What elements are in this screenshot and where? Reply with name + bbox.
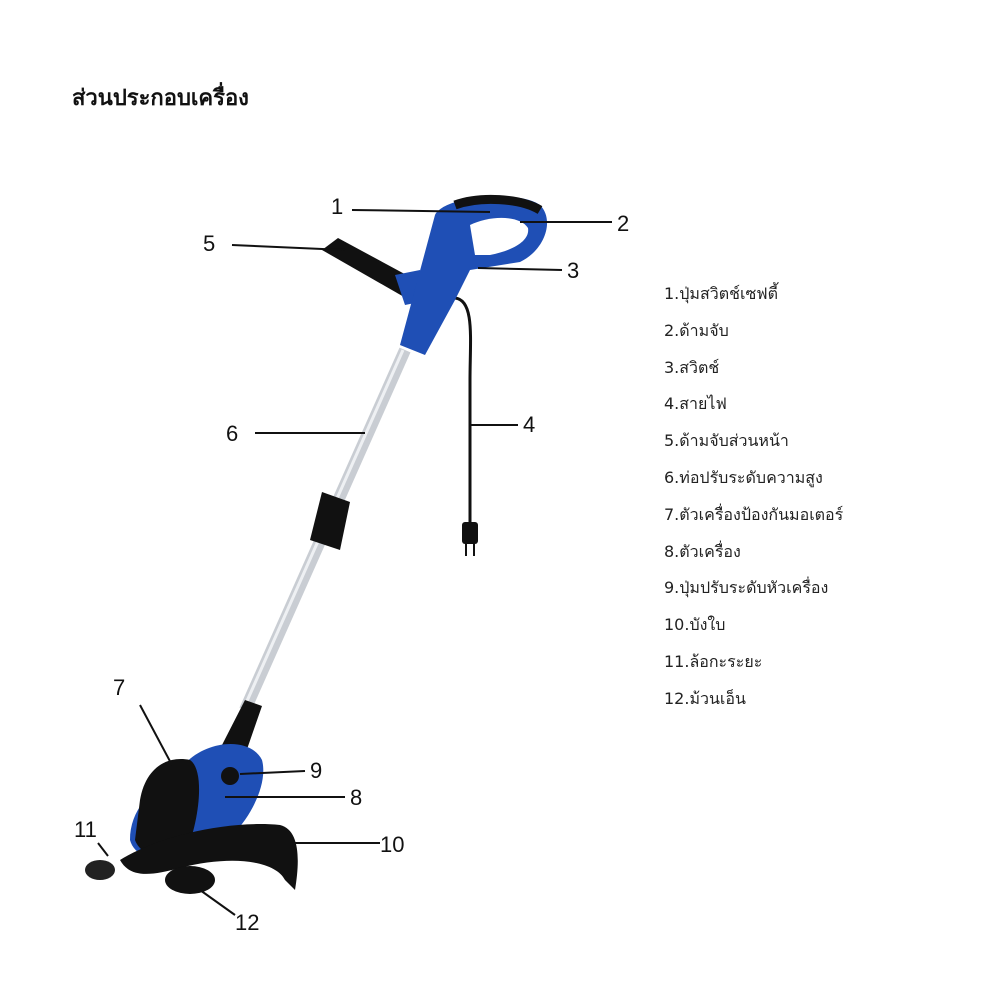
callout-8: 8 <box>350 785 363 810</box>
power-cord <box>454 296 473 525</box>
legend-item: 10.บังใบ <box>664 615 726 635</box>
legend-item: 5.ด้ามจับส่วนหน้า <box>664 431 789 451</box>
callout-3: 3 <box>567 258 580 283</box>
motor-cover <box>135 759 200 860</box>
callout-6: 6 <box>226 421 239 446</box>
legend-item: 1.ปุ่มสวิตช์เซฟตี้ <box>664 284 779 303</box>
legend-item: 7.ตัวเครื่องป้องกันมอเตอร์ <box>664 504 844 524</box>
callout-4: 4 <box>523 412 536 437</box>
callout-7: 7 <box>113 675 126 700</box>
callout-5: 5 <box>203 231 216 256</box>
parts-legend: 1.ปุ่มสวิตช์เซฟตี้ 2.ด้ามจับ 3.สวิตช์ 4.… <box>664 282 843 724</box>
callout-lines <box>97 209 612 916</box>
plug <box>462 522 478 544</box>
callout-11: 11 <box>74 817 97 842</box>
guide-wheel <box>85 860 115 880</box>
callout-2: 2 <box>617 211 630 236</box>
legend-item: 2.ด้ามจับ <box>664 320 729 340</box>
legend-item: 4.สายไฟ <box>664 394 727 414</box>
blade-guard <box>120 824 298 890</box>
callout-9: 9 <box>310 758 323 783</box>
main-handle <box>400 196 548 355</box>
legend-item: 6.ท่อปรับระดับความสูง <box>664 467 823 487</box>
spool <box>165 866 215 894</box>
legend-item: 11.ล้อกะระยะ <box>664 651 763 671</box>
front-handle <box>322 238 425 305</box>
page-title: ส่วนประกอบเครื่อง <box>72 86 249 111</box>
legend-item: 12.ม้วนเอ็น <box>664 688 746 708</box>
telescopic-collar <box>310 492 350 550</box>
callout-1: 1 <box>331 194 344 219</box>
legend-item: 9.ปุ่มปรับระดับหัวเครื่อง <box>664 578 829 598</box>
legend-item: 3.สวิตช์ <box>664 357 720 377</box>
legend-item: 8.ตัวเครื่อง <box>664 541 741 561</box>
callout-10: 10 <box>380 832 405 857</box>
callout-12: 12 <box>235 910 260 935</box>
